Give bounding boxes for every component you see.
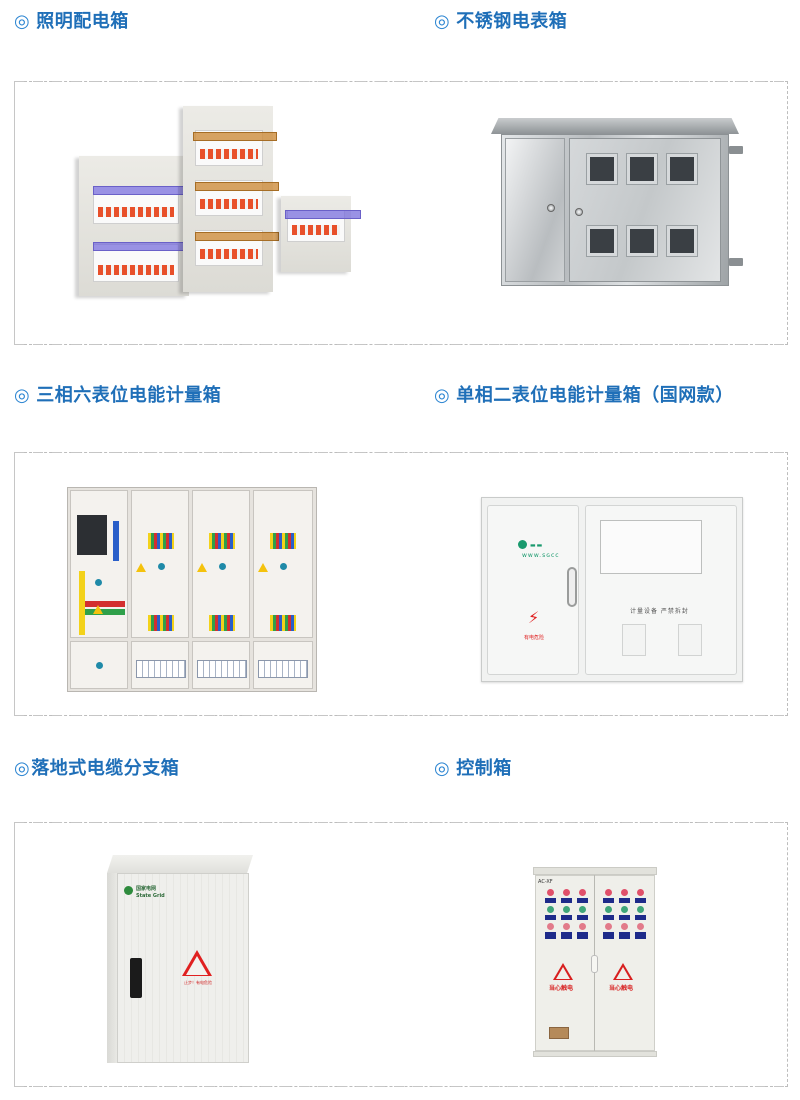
- section-title-text: 不锈钢电表箱: [456, 11, 568, 32]
- double-circle-icon: ◎: [14, 11, 31, 32]
- box-door: 国家电网 State Grid 止步！有电危险: [117, 873, 249, 1063]
- product-image-single-phase-meter-box[interactable]: ▬▬ www.ꜱɢᴄᴄ ⚡ 有电危险 计量设备 严禁拆封: [481, 497, 743, 682]
- panel-left: [79, 156, 203, 296]
- product-image-control-box[interactable]: AC-XF 当心触电 当心触电: [533, 867, 657, 1059]
- product-frame-row-3: 国家电网 State Grid 止步！有电危险 AC-XF: [14, 822, 788, 1087]
- lightning-icon: ⚡: [528, 608, 540, 627]
- door-handle: [567, 567, 577, 607]
- section-title-single-phase-meter-box: ◎单相二表位电能计量箱（国网款）: [434, 385, 734, 407]
- section-title-stainless-meter-box: ◎不锈钢电表箱: [434, 11, 567, 33]
- product-image-three-phase-meter-box[interactable]: [67, 487, 317, 692]
- panel-right: [281, 196, 361, 272]
- panel-center: [183, 106, 279, 292]
- nameplate: [549, 1027, 569, 1039]
- double-circle-icon: ◎: [434, 385, 451, 406]
- meter-column-2: [192, 490, 250, 638]
- section-title-three-phase-meter-box: ◎三相六表位电能计量箱: [14, 385, 221, 407]
- switch-column: [70, 490, 128, 638]
- danger-label: 有电危险: [524, 635, 545, 641]
- product-image-cable-branch-box[interactable]: 国家电网 State Grid 止步！有电危险: [107, 855, 257, 1067]
- product-frame-row-1: [14, 81, 788, 345]
- left-door: [505, 138, 565, 282]
- product-frame-row-2: ▬▬ www.ꜱɢᴄᴄ ⚡ 有电危险 计量设备 严禁拆封: [14, 452, 788, 716]
- lock-icon: [547, 204, 555, 212]
- section-title-text: 三相六表位电能计量箱: [36, 385, 222, 406]
- section-title-control-box: ◎控制箱: [434, 758, 512, 780]
- product-image-lighting-box[interactable]: [71, 100, 371, 300]
- seal-notice: 计量设备 严禁拆封: [630, 608, 689, 615]
- double-circle-icon: ◎: [434, 758, 451, 779]
- meter-column-1: [131, 490, 189, 638]
- section-title-cable-branch-box: ◎落地式电缆分支箱: [14, 758, 179, 780]
- box-roof: [491, 118, 739, 134]
- left-door: ▬▬ www.ꜱɢᴄᴄ ⚡ 有电危险: [487, 505, 579, 675]
- product-image-stainless-meter-box[interactable]: [491, 118, 751, 298]
- section-title-text: 照明配电箱: [36, 11, 129, 32]
- double-circle-icon: ◎: [14, 385, 31, 406]
- meter-column-3: [253, 490, 313, 638]
- door-handle: [130, 958, 142, 998]
- right-door: 计量设备 严禁拆封: [585, 505, 737, 675]
- double-circle-icon: ◎: [14, 758, 31, 779]
- section-title-text: 单相二表位电能计量箱（国网款）: [456, 385, 734, 406]
- double-circle-icon: ◎: [434, 11, 451, 32]
- box-top: [107, 855, 253, 873]
- lock-icon: [575, 208, 583, 216]
- section-title-text: 控制箱: [456, 758, 512, 779]
- section-title-lighting-box: ◎照明配电箱: [14, 11, 129, 33]
- section-title-text: 落地式电缆分支箱: [31, 758, 180, 779]
